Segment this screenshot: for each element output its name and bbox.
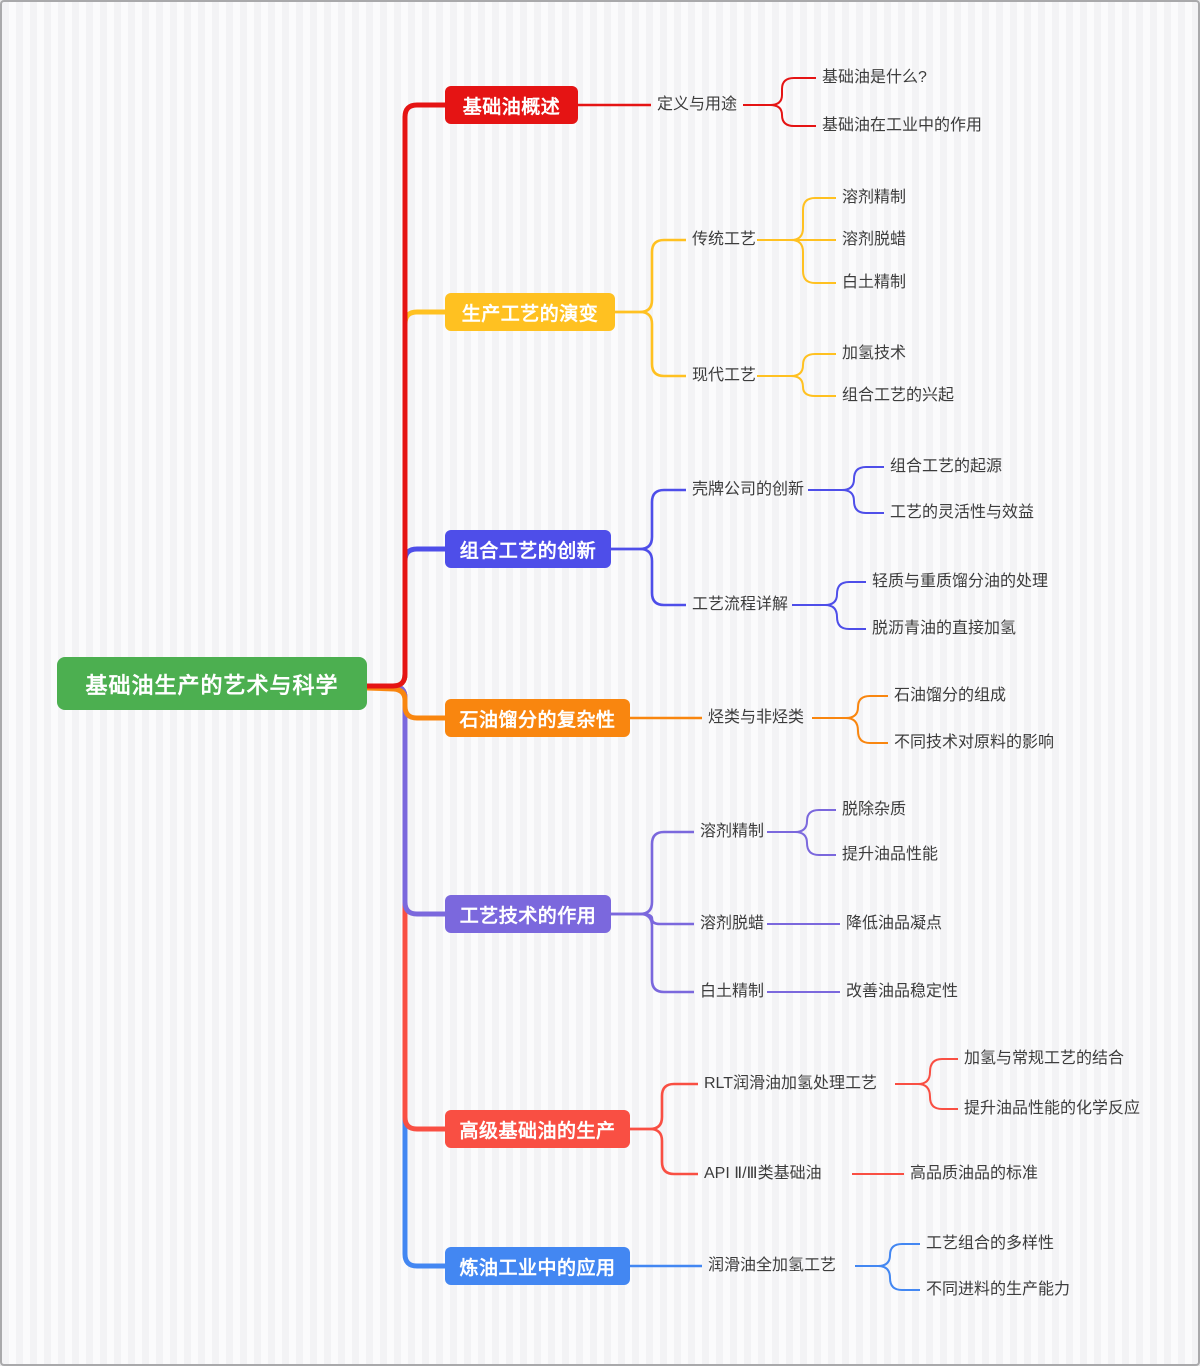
branch-node-4[interactable]: 石油馏分的复杂性: [445, 699, 630, 737]
leaf-node[interactable]: 工艺的灵活性与效益: [890, 504, 1035, 521]
leaf-node[interactable]: 降低油品凝点: [846, 915, 943, 932]
leaf-node[interactable]: 溶剂精制: [842, 189, 907, 206]
subtopic-node[interactable]: 溶剂精制: [700, 823, 765, 840]
leaf-node[interactable]: 提升油品性能的化学反应: [964, 1100, 1141, 1117]
branch-node-6[interactable]: 高级基础油的生产: [445, 1110, 630, 1148]
leaf-node[interactable]: 石油馏分的组成: [894, 687, 1007, 704]
leaf-node[interactable]: 改善油品稳定性: [846, 983, 959, 1000]
connector: [611, 830, 694, 916]
connector: [757, 375, 836, 397]
trunk-branch-4: [366, 685, 445, 721]
branch-label: 生产工艺的演变: [461, 303, 599, 325]
branch-label: 石油馏分的复杂性: [459, 709, 616, 731]
subtopic-node[interactable]: API Ⅱ/Ⅲ类基础油: [704, 1165, 822, 1182]
root-label: 基础油生产的艺术与科学: [85, 672, 339, 698]
connector: [611, 912, 694, 926]
connector: [808, 466, 884, 491]
root-node[interactable]: 基础油生产的艺术与科学: [57, 657, 367, 710]
leaf-node[interactable]: 加氢与常规工艺的结合: [964, 1050, 1125, 1067]
branch-node-2[interactable]: 生产工艺的演变: [445, 293, 615, 331]
trunk-branch-1: [367, 102, 445, 689]
connector: [757, 197, 836, 241]
branch-label: 炼油工业中的应用: [459, 1257, 616, 1279]
branch-node-7[interactable]: 炼油工业中的应用: [445, 1247, 630, 1285]
leaf-node[interactable]: 提升油品性能: [842, 846, 939, 863]
trunk-branch-3: [367, 546, 445, 689]
branch-node-1[interactable]: 基础油概述: [445, 86, 578, 124]
subtopic-node[interactable]: 工艺流程详解: [692, 596, 789, 613]
connector: [630, 1082, 698, 1131]
leaf-node[interactable]: 组合工艺的兴起: [842, 387, 955, 404]
connector: [767, 809, 836, 833]
leaf-node[interactable]: 基础油是什么?: [822, 69, 927, 86]
connector: [743, 77, 816, 106]
leaf-node[interactable]: 加氢技术: [842, 345, 907, 362]
connector: [895, 1058, 958, 1085]
trunk-branch-6: [367, 683, 445, 1132]
connector: [812, 717, 888, 744]
connector: [611, 912, 694, 994]
subtopic-node[interactable]: 壳牌公司的创新: [692, 481, 805, 498]
leaf-node[interactable]: 白土精制: [842, 274, 907, 291]
leaf-node[interactable]: 不同进料的生产能力: [926, 1281, 1071, 1298]
trunk-branch-7: [367, 683, 445, 1269]
branch-label: 高级基础油的生产: [459, 1120, 616, 1142]
subtopic-node[interactable]: 白土精制: [700, 983, 765, 1000]
connector: [812, 695, 888, 719]
branch-label: 工艺技术的作用: [459, 905, 597, 927]
subtopic-node[interactable]: 润滑油全加氢工艺: [708, 1257, 837, 1274]
trunk-branch-5: [367, 683, 445, 917]
subtopic-node[interactable]: 烃类与非烃类: [708, 709, 805, 726]
connector: [792, 581, 866, 606]
leaf-node[interactable]: 工艺组合的多样性: [926, 1235, 1055, 1252]
connector: [757, 239, 836, 284]
leaf-node[interactable]: 组合工艺的起源: [890, 458, 1003, 475]
connector: [611, 547, 686, 607]
subtopic-node[interactable]: 现代工艺: [692, 367, 757, 384]
subtopic-node[interactable]: 溶剂脱蜡: [700, 915, 765, 932]
leaf-node[interactable]: 不同技术对原料的影响: [894, 734, 1055, 751]
connector: [630, 1127, 698, 1176]
leaf-node[interactable]: 基础油在工业中的作用: [822, 117, 983, 134]
connector: [767, 831, 836, 856]
subtopic-node[interactable]: RLT润滑油加氢处理工艺: [704, 1075, 878, 1092]
branch-label: 组合工艺的创新: [459, 540, 597, 562]
branch-node-5[interactable]: 工艺技术的作用: [445, 895, 611, 933]
leaf-node[interactable]: 脱除杂质: [842, 801, 907, 818]
connector: [615, 310, 686, 378]
connector: [611, 488, 686, 551]
branch-label: 基础油概述: [462, 96, 561, 118]
connector: [792, 604, 866, 630]
connector: [808, 489, 884, 514]
subtopic-node[interactable]: 定义与用途: [657, 96, 738, 113]
connector: [855, 1243, 920, 1267]
trunk-branch-2: [367, 309, 445, 689]
connector: [855, 1265, 920, 1291]
subtopic-node[interactable]: 传统工艺: [692, 231, 757, 248]
leaf-node[interactable]: 轻质与重质馏分油的处理: [872, 573, 1049, 590]
connector: [743, 104, 816, 127]
connector: [895, 1083, 958, 1110]
leaf-node[interactable]: 高品质油品的标准: [910, 1165, 1039, 1182]
leaf-node[interactable]: 溶剂脱蜡: [842, 231, 907, 248]
leaf-node[interactable]: 脱沥青油的直接加氢: [872, 620, 1017, 637]
connector: [757, 353, 836, 377]
branch-node-3[interactable]: 组合工艺的创新: [445, 530, 611, 568]
connector: [615, 238, 686, 314]
